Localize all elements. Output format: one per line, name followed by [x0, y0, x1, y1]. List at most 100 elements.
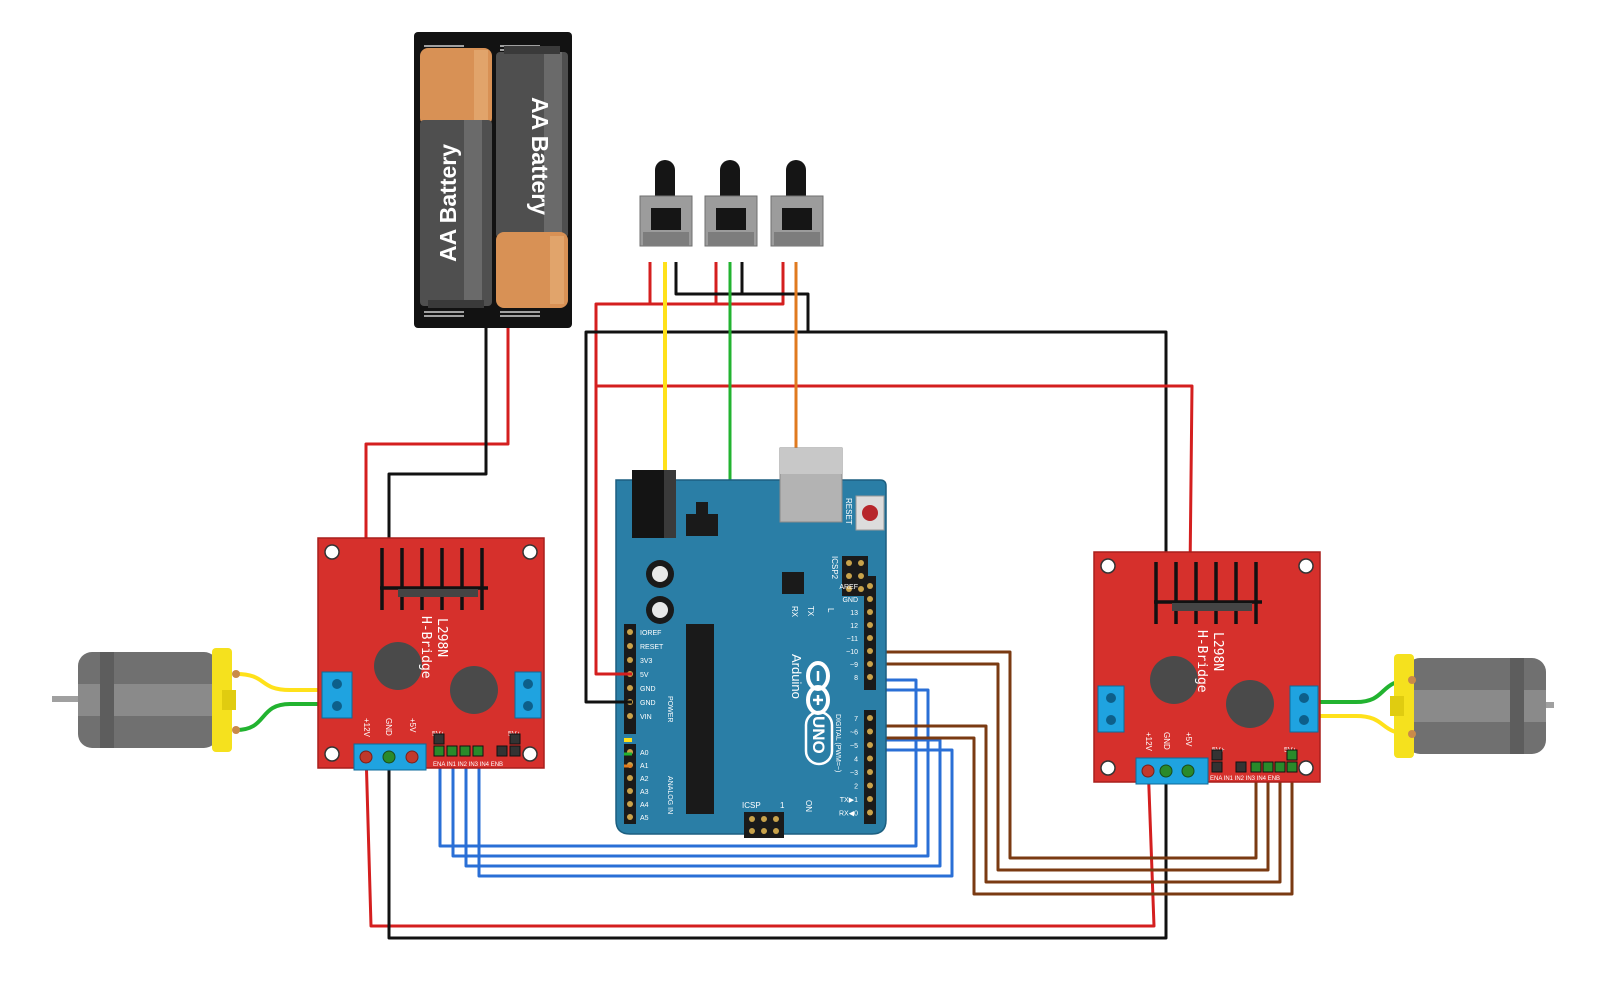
header-pin-label: ~6	[850, 730, 858, 737]
driver-left: L298N H-Bridge +12V GND +5V 5V+ 5V+ ENA …	[317, 537, 545, 771]
header-pin-label: 8	[854, 675, 858, 682]
header-pin	[867, 674, 873, 680]
driver-left-capacitor	[450, 666, 498, 714]
wire-pot-5v-link1	[650, 262, 718, 306]
driver-left-heatsink	[380, 548, 488, 610]
header-pin-label: 7	[854, 716, 858, 723]
header-pin-label: ~9	[850, 662, 858, 669]
header-pin	[867, 635, 873, 641]
driver-right-label-5v: +5V	[1184, 732, 1193, 747]
driver-right-mount-hole	[1100, 558, 1116, 574]
driver-left-capacitor	[374, 642, 422, 690]
motor-left-shaft	[52, 696, 82, 702]
arduino-digital-header-top	[864, 576, 876, 690]
wire-gnd-loop	[584, 330, 808, 704]
arduino-uno-badge	[804, 710, 834, 766]
potentiometer-3	[770, 160, 824, 247]
driver-left-terminal-out-b	[514, 671, 542, 719]
header-pin-label: GND	[640, 686, 656, 693]
arduino-mcu-chip	[686, 624, 714, 814]
battery-left-label: AA Battery	[435, 144, 461, 262]
wire-brown-1	[876, 650, 1258, 860]
arduino-regulator	[686, 514, 718, 536]
driver-right-chip-label: L298N	[1210, 632, 1225, 671]
driver-right-label-gnd: GND	[1162, 732, 1171, 750]
header-pin-label: GND	[842, 597, 858, 604]
header-pin	[627, 629, 633, 635]
driver-left-pin-labels: ENA IN1 IN2 IN3 IN4 ENB	[433, 762, 503, 768]
header-pin-label: A5	[640, 815, 649, 822]
driver-left-mount-hole	[324, 746, 340, 762]
arduino-reset-label: RESET	[844, 498, 853, 525]
header-pin	[867, 596, 873, 602]
arduino-digital-group-label: DIGITAL (PWM=~)	[834, 714, 841, 772]
wires	[235, 262, 1413, 940]
arduino-led-tx: TX	[806, 606, 815, 617]
driver-right-capacitor	[1150, 656, 1198, 704]
driver-right: L298N H-Bridge +12V GND +5V 5V+ 5V+ ENA …	[1093, 551, 1321, 785]
header-pin-label: A0	[640, 750, 649, 757]
driver-left-label-12v: +12V	[362, 718, 371, 738]
wire-brown-3	[876, 724, 1282, 884]
driver-right-mount-hole	[1298, 760, 1314, 776]
driver-left-control-pins	[433, 733, 521, 757]
driver-left-mount-hole	[522, 544, 538, 560]
header-pin-label: RESET	[640, 644, 664, 651]
arduino-icsp-num: 1	[780, 801, 785, 810]
arduino-analog-group-label: ANALOG IN	[666, 776, 673, 814]
header-pin	[627, 643, 633, 649]
arduino-digital-header-bottom	[864, 710, 876, 824]
arduino-usb-chip	[782, 572, 804, 594]
battery-pack: AA Battery AA Battery	[414, 32, 572, 328]
header-pin-label: A4	[640, 802, 649, 809]
header-pin	[867, 728, 873, 735]
potentiometer-1	[639, 160, 693, 247]
wire-left-motor-yellow	[235, 672, 336, 692]
wire-pin-ends	[612, 672, 632, 768]
header-pin-label: VIN	[640, 714, 652, 721]
potentiometer-2	[704, 160, 758, 247]
arduino-uno: RESET ICSP2 TX RX L Arduino UNO ON	[615, 447, 887, 838]
driver-right-chip	[1172, 603, 1252, 611]
wire-blue-4	[477, 748, 954, 878]
header-pin	[867, 796, 873, 802]
header-pin-label: A3	[640, 789, 649, 796]
driver-right-heatsink	[1154, 562, 1262, 624]
driver-right-label-12v: +12V	[1144, 732, 1153, 752]
header-pin	[627, 814, 633, 820]
battery-right-label: AA Battery	[527, 97, 553, 215]
driver-right-subtitle: H-Bridge	[1194, 630, 1209, 693]
header-pin-label: 12	[850, 623, 858, 630]
wire-pot-5v-link2	[716, 262, 785, 306]
header-pin-label: A1	[640, 763, 649, 770]
wire-brown-2	[876, 662, 1270, 872]
header-pin-label: AREF	[839, 584, 858, 591]
header-pin	[867, 609, 873, 615]
header-pin-label: 3V3	[640, 658, 653, 665]
header-pin	[867, 769, 873, 775]
driver-right-terminal-out-b	[1289, 685, 1319, 733]
header-pin-label: 2	[854, 784, 858, 791]
header-pin-label: A2	[640, 776, 649, 783]
header-pin	[867, 622, 873, 628]
arduino-power-group-label: POWER	[666, 696, 673, 722]
wire-pot-5v-rail	[594, 262, 652, 676]
driver-left-label-gnd: GND	[384, 718, 393, 736]
wire-left-motor-green	[235, 702, 336, 732]
arduino-icsp-label: ICSP	[742, 801, 761, 810]
header-pin	[867, 782, 873, 789]
header-pin-label: 4	[854, 757, 858, 764]
arduino-led-rx: RX	[790, 606, 799, 618]
driver-left-chip-label: L298N	[434, 618, 449, 657]
header-pin	[627, 657, 633, 663]
header-pin-label: ~3	[850, 770, 858, 777]
header-pin-label: ~5	[850, 743, 858, 750]
header-pin-label: 13	[850, 610, 858, 617]
arduino-power-header	[624, 624, 636, 734]
driver-left-chip	[398, 589, 478, 597]
header-pin	[627, 685, 633, 691]
header-pin-label: ~10	[846, 649, 858, 656]
header-pin-label: 5V	[640, 672, 649, 679]
